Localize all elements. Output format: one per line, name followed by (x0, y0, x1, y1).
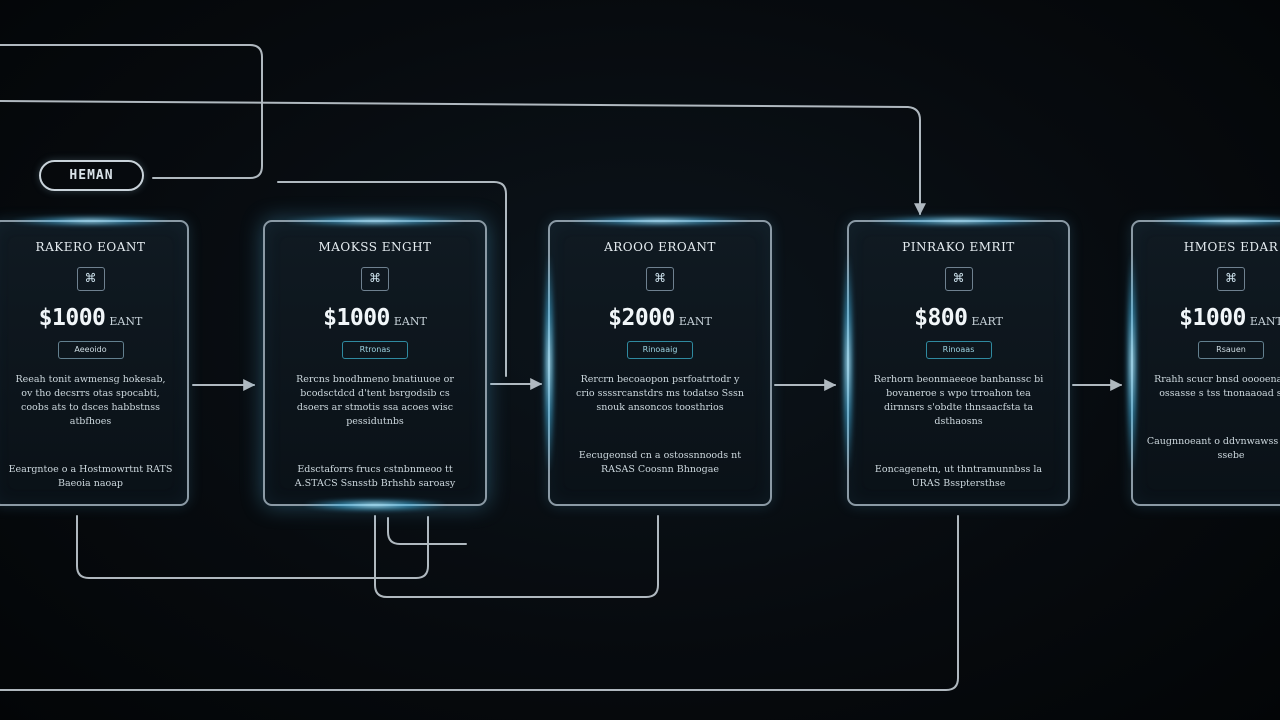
card-price: $2000 (608, 305, 675, 331)
grid-icon: ⌘ (944, 267, 973, 291)
grid-icon: ⌘ (1217, 267, 1245, 291)
card-footer: Caugnnoeant o ddvnwawss Etaobe ssebe (1146, 436, 1280, 461)
price-row: $800 EART (849, 305, 1068, 331)
card-footer: Edsctaforrs frucs cstnbnmeoo tt A.STACS … (294, 464, 456, 489)
card-price: $1000 (323, 305, 390, 331)
card-description: Rrahh scucr bnsd ooooenaa woi ossasse s … (1154, 374, 1280, 399)
card-description: Rerhorn beonmaeeoe banbanssc bi bovanero… (873, 374, 1044, 427)
wire-bottom-long (0, 515, 959, 691)
plan-button[interactable]: Rinoaaig (627, 341, 693, 359)
plan-card-3[interactable]: AROOO EROANT ⌘ $2000 EANT Rinoaaig Rercr… (548, 220, 772, 506)
card-description: Reeah tonit awmensg hokesab, ov tho decs… (15, 374, 166, 427)
plan-button[interactable]: Rinoaas (925, 341, 992, 359)
card-footer: Eeargntoe o a Hostmowrtnt RATS Baeoia na… (8, 464, 173, 489)
glow-effect (304, 499, 446, 511)
card-title: HMOES EDAR (1183, 240, 1279, 254)
plan-card-2[interactable]: MAOKSS ENGHT ⌘ $1000 EANT Rtronas Rercns… (263, 220, 487, 511)
card-title: AROOO EROANT (604, 240, 716, 254)
card-title: RAKERO EOANT (35, 240, 146, 254)
wire-bottom-1 (76, 515, 429, 579)
plan-button[interactable]: Rsauen (1198, 341, 1264, 359)
plan-button[interactable]: Aeeoido (57, 341, 124, 359)
card-unit: EART (971, 315, 1003, 328)
grid-icon: ⌘ (646, 267, 674, 291)
card-price: $800 (914, 305, 968, 331)
wire-bottom-2 (387, 517, 467, 545)
price-row: $2000 EANT (550, 305, 770, 331)
plan-card-4[interactable]: PINRAKO EMRIT ⌘ $800 EART Rinoaas Rerhor… (847, 220, 1070, 506)
price-row: $1000 EANT (1133, 305, 1280, 331)
wire-top-loop (0, 44, 263, 179)
card-title: PINRAKO EMRIT (902, 240, 1015, 254)
card-unit: EANT (109, 315, 143, 328)
price-row: $1000 EANT (0, 305, 187, 331)
card-title: MAOKSS ENGHT (318, 240, 432, 254)
price-row: $1000 EANT (265, 305, 485, 331)
card-description: Rercrn becoaopon psrfoatrtodr y crio sss… (576, 374, 744, 413)
card-unit: EANT (678, 315, 712, 328)
wire-top-long (0, 100, 926, 216)
card-footer: Eoncagenetn, ut thntramunnbss la URAS Bs… (874, 464, 1043, 489)
plan-card-5[interactable]: HMOES EDAR ⌘ $1000 EANT Rsauen Rrahh scu… (1131, 220, 1280, 506)
card-unit: EANT (393, 315, 427, 328)
label-pill: HEMAN (39, 160, 144, 191)
card-price: $1000 (38, 305, 106, 331)
plan-card-1[interactable]: RAKERO EOANT ⌘ $1000 EANT Aeeoido Reeah … (0, 220, 189, 506)
grid-icon: ⌘ (361, 267, 389, 291)
plan-button[interactable]: Rtronas (342, 341, 408, 359)
wire-card2-entry (277, 181, 507, 377)
grid-icon: ⌘ (76, 267, 105, 291)
card-footer: Eecugeonsd cn a ostossnnoods nt RASAS Co… (578, 450, 742, 475)
card-unit: EANT (1249, 315, 1280, 328)
wire-bottom-3 (374, 515, 659, 598)
card-description: Rercns bnodhmeno bnatiuuoe or bcodsctdcd… (296, 374, 454, 427)
card-price: $1000 (1179, 305, 1246, 331)
